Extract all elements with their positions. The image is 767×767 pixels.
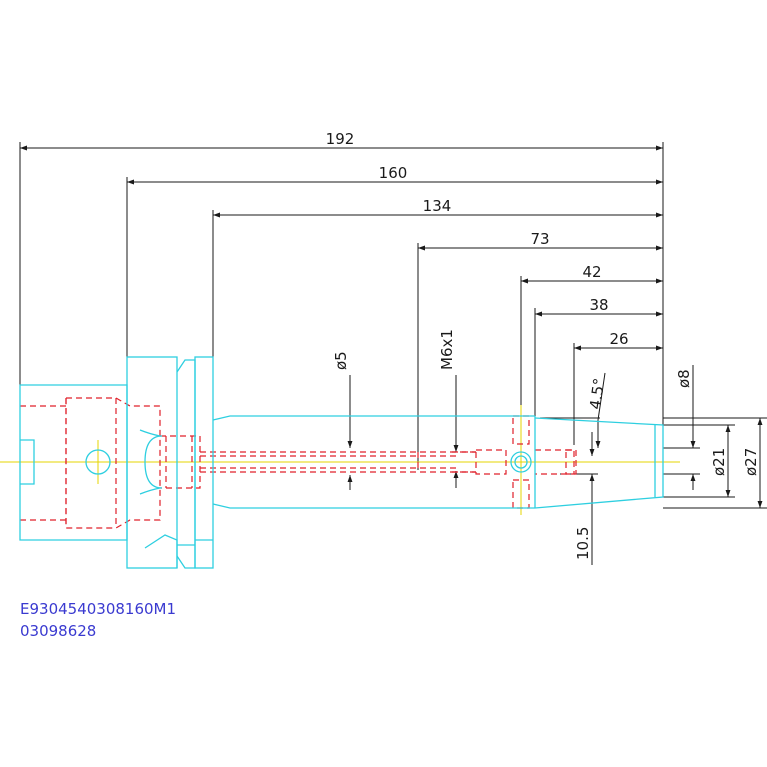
dim-26: 26: [609, 330, 628, 348]
dim-phi21: ø21: [710, 448, 728, 476]
tool-outline: [19, 356, 664, 569]
part-codes: E9304540308160M1 03098628: [20, 600, 176, 640]
dim-38: 38: [589, 296, 608, 314]
dim-42: 42: [582, 263, 601, 281]
dim-134: 134: [423, 197, 452, 215]
centerline: [0, 405, 680, 515]
dimension-texts: 192 160 134 73 42 38 26 ø5 M6x1 4.5° ø8 …: [326, 130, 760, 560]
dim-phi5: ø5: [332, 351, 350, 370]
dim-10-5: 10.5: [574, 527, 592, 560]
part-code-line1: E9304540308160M1: [20, 600, 176, 618]
dim-angle: 4.5°: [586, 377, 608, 411]
dim-phi27: ø27: [742, 448, 760, 476]
dim-160: 160: [379, 164, 408, 182]
dim-73: 73: [530, 230, 549, 248]
dim-192: 192: [326, 130, 355, 148]
part-code-line2: 03098628: [20, 622, 96, 640]
dim-m6x1: M6x1: [438, 329, 456, 370]
hidden-lines: [20, 397, 577, 529]
dimension-lines: [19, 142, 767, 565]
dim-phi8: ø8: [675, 369, 693, 388]
